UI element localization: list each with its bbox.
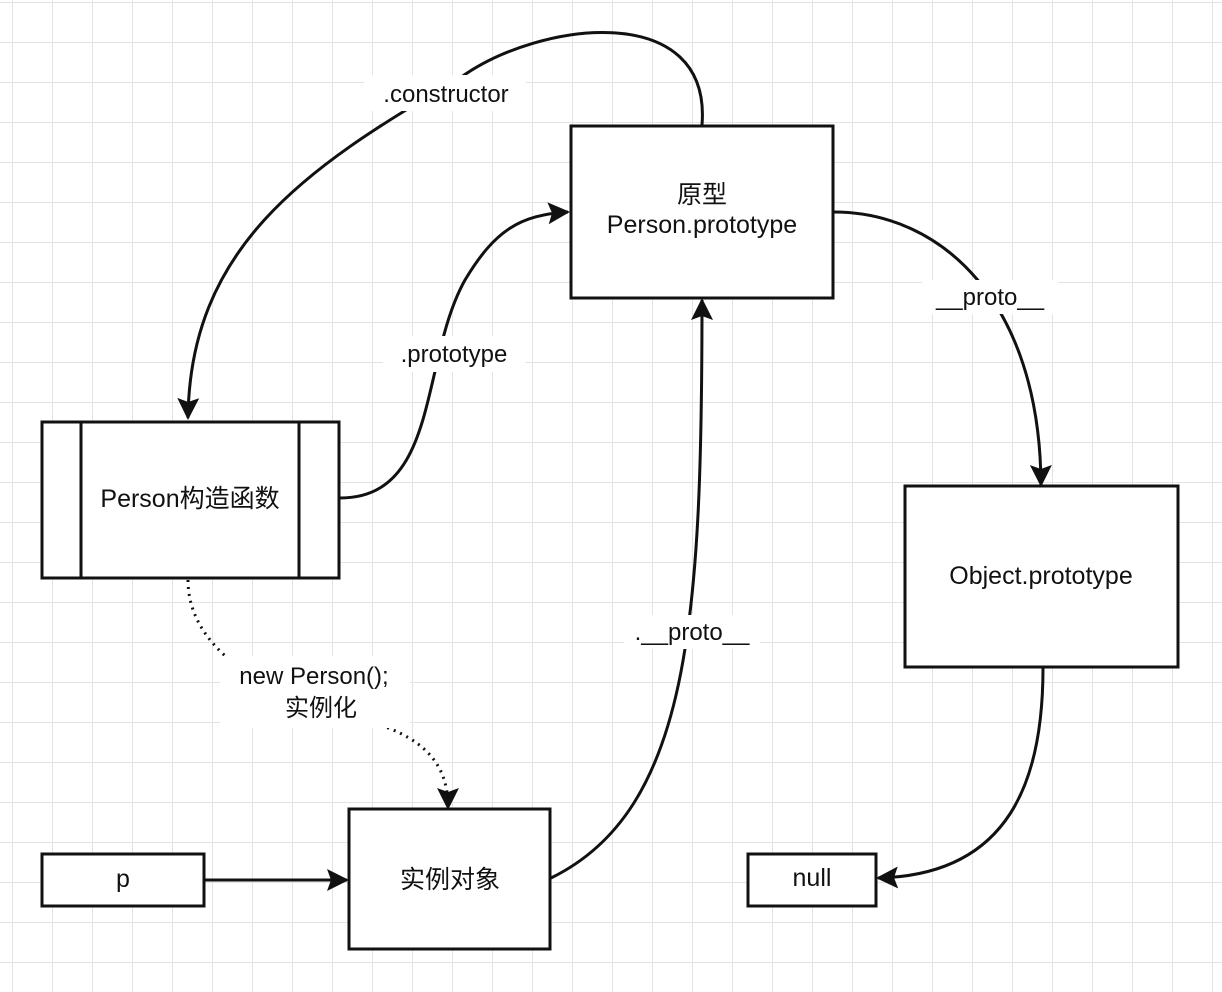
new-person-line1-text: new Person(); (239, 663, 388, 690)
p-text: p (116, 865, 130, 893)
new-person-line2-text: 实例化 (285, 695, 357, 722)
constructor-label-text: .constructor (383, 81, 508, 108)
prototype-name-text: Person.prototype (607, 211, 797, 239)
proto-label-text: __proto__ (935, 284, 1045, 311)
node-person-prototype: 原型 Person.prototype (569, 124, 835, 300)
label-instance-proto: .__proto__ (624, 615, 760, 649)
node-instance: 实例对象 (347, 807, 552, 951)
edge-instance-proto (550, 298, 713, 880)
node-p: p (40, 852, 206, 908)
object-prototype-text: Object.prototype (949, 562, 1132, 590)
edge-proto-to-object (833, 210, 1052, 487)
label-new-person: new Person(); 实例化 (220, 656, 410, 728)
label-proto: __proto__ (922, 280, 1058, 314)
constructor-name-text: Person构造函数 (100, 485, 279, 513)
node-person-constructor: Person构造函数 (40, 420, 341, 580)
prototype-label-text: .prototype (401, 341, 508, 368)
label-prototype: .prototype (383, 336, 525, 372)
edge-prototype (339, 202, 570, 500)
null-text: null (793, 864, 832, 892)
node-object-prototype: Object.prototype (903, 484, 1180, 669)
edge-object-to-null (876, 667, 1045, 889)
node-null: null (746, 852, 878, 908)
label-constructor: .constructor (364, 75, 526, 111)
instance-text: 实例对象 (400, 866, 500, 894)
prototype-title-text: 原型 (677, 181, 727, 209)
instance-proto-label-text: .__proto__ (635, 619, 750, 646)
